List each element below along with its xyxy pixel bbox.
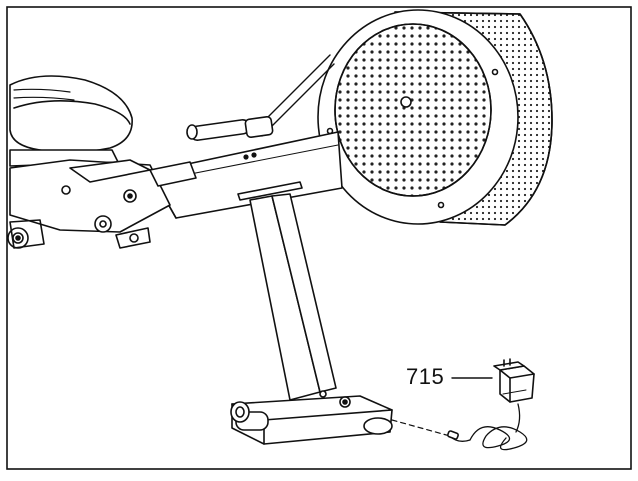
front-stabilizer bbox=[230, 395, 393, 445]
flywheel bbox=[317, 9, 553, 226]
part-number-label: 715 bbox=[406, 364, 445, 389]
power-adapter bbox=[447, 358, 535, 451]
support-leg bbox=[249, 193, 337, 401]
seat-assembly bbox=[7, 75, 197, 249]
handle-bar bbox=[186, 115, 274, 142]
figure-border bbox=[6, 6, 632, 470]
connection-guide bbox=[391, 419, 451, 437]
